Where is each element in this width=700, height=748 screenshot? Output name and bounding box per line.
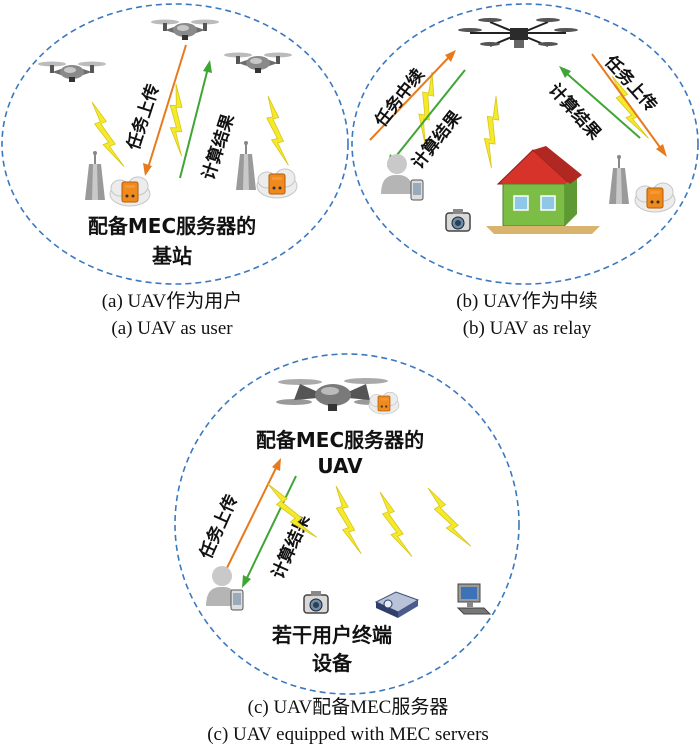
camera-icon (303, 590, 329, 614)
house-icon (486, 146, 600, 234)
panel-c-caption-zh: (c) UAV配备MEC服务器 (248, 696, 449, 718)
panel-c-caption-en: (c) UAV equipped with MEC servers (207, 724, 489, 745)
downlink-arrow (245, 475, 297, 581)
hexacopter-icon (458, 18, 578, 48)
lightning-icon (333, 483, 362, 557)
relay-uplink-arrow (369, 55, 451, 141)
base-station-icon (84, 150, 106, 201)
lightning-icon (472, 94, 514, 169)
panel-a-bs-label-2: 基站 (152, 244, 192, 268)
panel-a-downlink-label: 计算结果 (198, 111, 239, 182)
panel-a-boundary (1, 3, 349, 285)
panel-a-caption-en: (a) UAV as user (111, 318, 233, 339)
panel-c-uav-label-2: UAV (317, 454, 363, 478)
relay-downlink-arrow (392, 69, 466, 161)
panel-a-caption-zh: (a) UAV作为用户 (102, 290, 243, 312)
panel-c-uav-label-1: 配备MEC服务器的 (256, 428, 424, 452)
mec-server-icon (634, 182, 676, 213)
panel-b-left-down-label: 计算结果 (407, 107, 465, 174)
drone-icon (276, 378, 390, 411)
lightning-icon (377, 487, 413, 562)
phone-icon (230, 589, 244, 611)
panel-b-caption-en: (b) UAV as relay (463, 318, 592, 339)
panel-b-boundary (351, 3, 699, 285)
lightning-icon (425, 480, 472, 555)
panel-a-bs-label-1: 配备MEC服务器的 (88, 214, 256, 238)
panel-c-boundary (174, 353, 520, 695)
panel-c-users-label-1: 若干用户终端 (271, 623, 392, 647)
uplink-arrow (147, 44, 187, 169)
downlink-arrow (179, 67, 209, 179)
panel-c-users-label-2: 设备 (312, 651, 353, 675)
mec-server-icon (368, 391, 400, 415)
mec-server-icon (109, 176, 151, 207)
panel-b-right-down-label: 计算结果 (544, 79, 605, 144)
mec-server-icon (256, 168, 298, 199)
panel-c: 配备MEC服务器的 UAV 任务上传 计算结果 若干用户终端 设备 (c) UA… (174, 353, 520, 745)
phone-icon (410, 179, 424, 201)
panel-b-caption-zh: (b) UAV作为中续 (456, 290, 598, 312)
lightning-icon (265, 94, 289, 167)
camera-icon (445, 208, 471, 232)
projector-icon (375, 591, 419, 619)
drone-icon (224, 52, 292, 73)
base-station-icon (608, 154, 630, 205)
base-station-icon (235, 140, 257, 191)
panel-a-uplink-label: 任务上传 (122, 81, 163, 153)
computer-icon (457, 583, 491, 615)
panel-b: 任务中续 计算结果 计算结果 任务上传 (b) UAV作为中续 (b) UAV … (351, 3, 699, 339)
uplink-arrow (221, 465, 278, 579)
panel-b-left-up-label: 任务中续 (370, 65, 429, 132)
bs-uplink-arrow (591, 53, 663, 151)
drone-icon (38, 61, 106, 82)
drone-icon (151, 19, 219, 40)
bs-downlink-arrow (564, 71, 641, 139)
panel-a: 任务上传 计算结果 配备MEC服务器的 基站 (a) UAV作为用户 (a) U… (1, 3, 349, 339)
